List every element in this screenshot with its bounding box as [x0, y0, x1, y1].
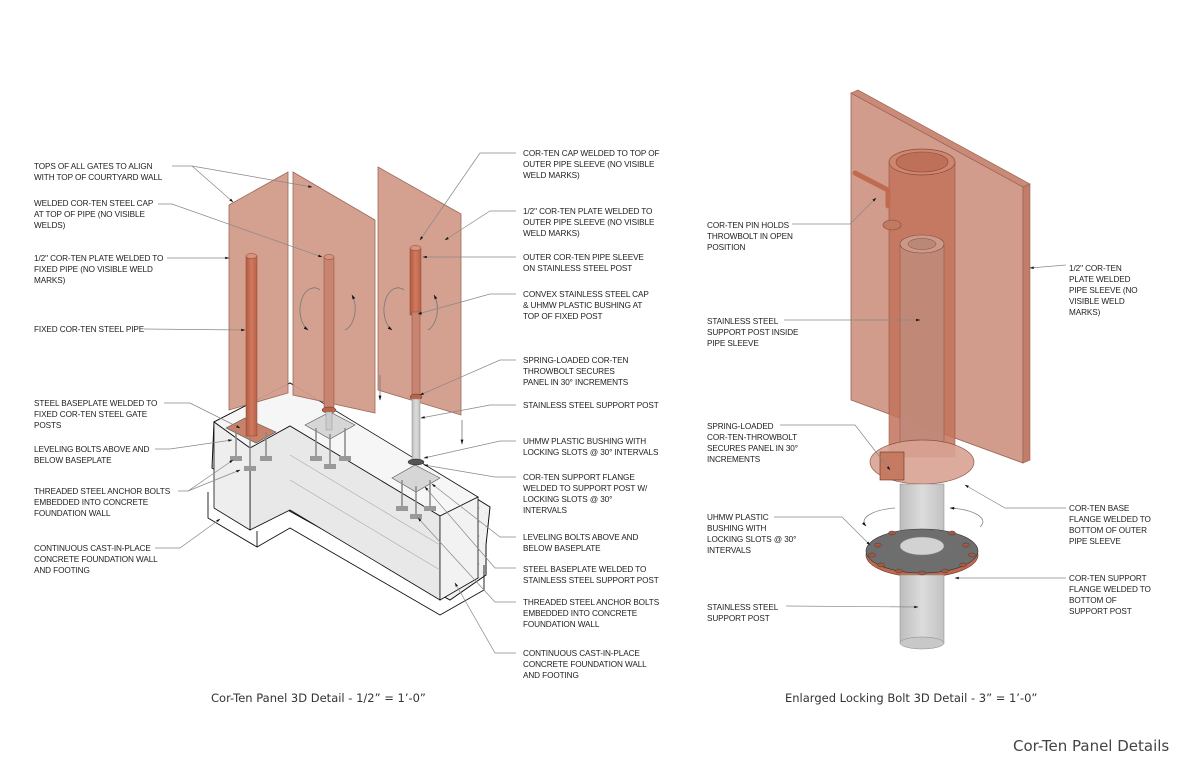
label-gate-tops-align: TOPS OF ALL GATES TO ALIGN WITH TOP OF C… — [34, 162, 163, 182]
right-pipe-sleeve — [407, 245, 425, 466]
label-plate-welded-fixed-pipe: 1/2" COR-TEN PLATE WELDED TO FIXED PIPE … — [34, 254, 164, 285]
rotation-arrows-enlarged — [861, 506, 984, 528]
caption-right-detail: Enlarged Locking Bolt 3D Detail - 3” = 1… — [785, 691, 1038, 705]
middle-pipe-sleeve — [321, 254, 337, 431]
label-uhmw-enlarged: UHMW PLASTIC BUSHING WITH LOCKING SLOTS … — [707, 513, 797, 555]
label-fixed-pipe: FIXED COR-TEN STEEL PIPE — [34, 325, 145, 334]
label-anchor-bolts-right: THREADED STEEL ANCHOR BOLTS EMBEDDED INT… — [523, 598, 660, 629]
label-throwbolt: SPRING-LOADED COR-TEN THROWBOLT SECURES … — [523, 356, 629, 387]
label-stainless-support-post: STAINLESS STEEL SUPPORT POST — [523, 401, 659, 410]
concrete-foundation — [207, 382, 491, 616]
label-base-flange: COR-TEN BASE FLANGE WELDED TO BOTTOM OF … — [1069, 504, 1151, 546]
fixed-corten-pipe — [245, 253, 258, 437]
label-leveling-bolts-right: LEVELING BOLTS ABOVE AND BELOW BASEPLATE — [523, 533, 639, 553]
corten-panel-left — [228, 171, 289, 411]
support-post-enlarged — [865, 483, 979, 650]
sheet-title: Cor-Ten Panel Details — [1013, 737, 1170, 755]
label-plate-welded-sleeve: 1/2" COR-TEN PLATE WELDED PIPE SLEEVE (N… — [1069, 264, 1138, 317]
label-plate-outer-sleeve: 1/2" COR-TEN PLATE WELDED TO OUTER PIPE … — [523, 207, 655, 238]
label-uhmw-bushing: UHMW PLASTIC BUSHING WITH LOCKING SLOTS … — [523, 437, 659, 457]
label-baseplate-stainless: STEEL BASEPLATE WELDED TO STAINLESS STEE… — [523, 565, 659, 585]
label-concrete-foundation: CONTINUOUS CAST-IN-PLACE CONCRETE FOUNDA… — [34, 544, 158, 575]
caption-left-detail: Cor-Ten Panel 3D Detail - 1/2” = 1’-0” — [211, 691, 426, 705]
label-post-inside-sleeve: STAINLESS STEEL SUPPORT POST INSIDE PIPE… — [707, 317, 799, 348]
label-corten-pin: COR-TEN PIN HOLDS THROWBOLT IN OPEN POSI… — [707, 221, 793, 252]
label-concrete-foundation-right: CONTINUOUS CAST-IN-PLACE CONCRETE FOUNDA… — [523, 649, 647, 680]
label-steel-baseplate: STEEL BASEPLATE WELDED TO FIXED COR-TEN … — [34, 399, 158, 430]
label-cap-outer-sleeve: COR-TEN CAP WELDED TO TOP OF OUTER PIPE … — [523, 149, 660, 180]
base-flange-enlarged — [869, 439, 975, 485]
label-support-post-enlarged: STAINLESS STEEL SUPPORT POST — [707, 603, 779, 623]
baseplate-right — [391, 464, 441, 519]
leaders-left-detail — [143, 152, 516, 654]
label-support-flange-enlarged: COR-TEN SUPPORT FLANGE WELDED TO BOTTOM … — [1069, 574, 1151, 616]
label-outer-pipe-sleeve: OUTER COR-TEN PIPE SLEEVE ON STAINLESS S… — [523, 253, 644, 273]
label-support-flange: COR-TEN SUPPORT FLANGE WELDED TO SUPPORT… — [523, 473, 648, 515]
leaders-right-detail — [774, 197, 1067, 609]
corten-pin — [852, 170, 902, 231]
stainless-post-inside — [899, 234, 945, 455]
rotation-arrows — [299, 287, 464, 445]
label-leveling-bolts: LEVELING BOLTS ABOVE AND BELOW BASEPLATE — [34, 445, 150, 465]
label-convex-cap: CONVEX STAINLESS STEEL CAP & UHMW PLASTI… — [523, 290, 649, 321]
flange-holes — [868, 530, 976, 576]
label-anchor-bolts: THREADED STEEL ANCHOR BOLTS EMBEDDED INT… — [34, 487, 171, 518]
label-welded-cap: WELDED COR-TEN STEEL CAP AT TOP OF PIPE … — [34, 199, 154, 230]
label-throwbolt-enlarged: SPRING-LOADED COR-TEN-THROWBOLT SECURES … — [707, 422, 798, 464]
